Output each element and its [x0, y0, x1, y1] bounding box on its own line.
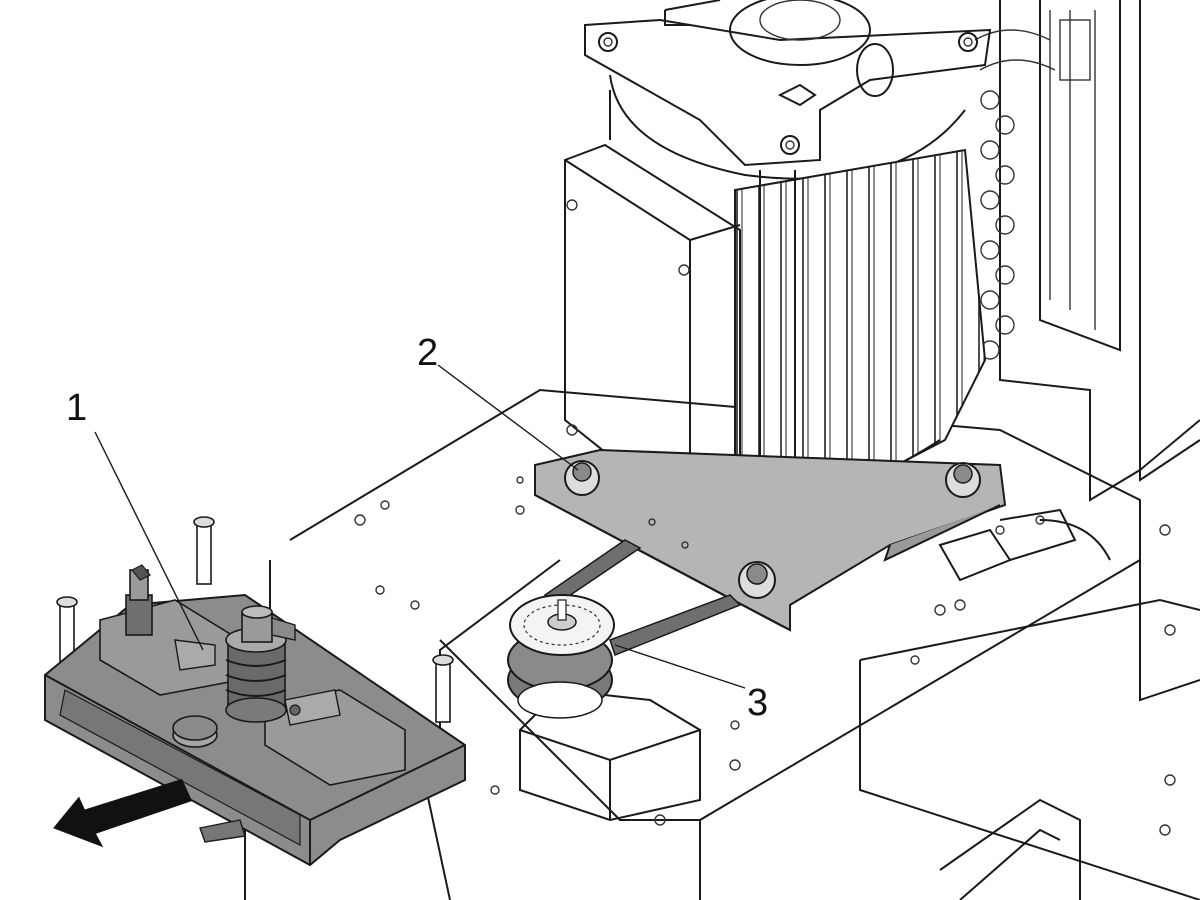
motor-mount-plate — [534, 448, 1007, 632]
cable-chain — [974, 29, 1056, 360]
removed-component — [44, 516, 466, 867]
arrow-down-left-icon — [53, 778, 193, 848]
callout-1: 1 — [66, 387, 87, 429]
callout-3: 3 — [747, 682, 768, 724]
leader-lines — [94, 364, 746, 689]
drive-belt-pulley — [507, 539, 742, 719]
callout-2: 2 — [417, 332, 438, 374]
motor — [564, 0, 992, 522]
